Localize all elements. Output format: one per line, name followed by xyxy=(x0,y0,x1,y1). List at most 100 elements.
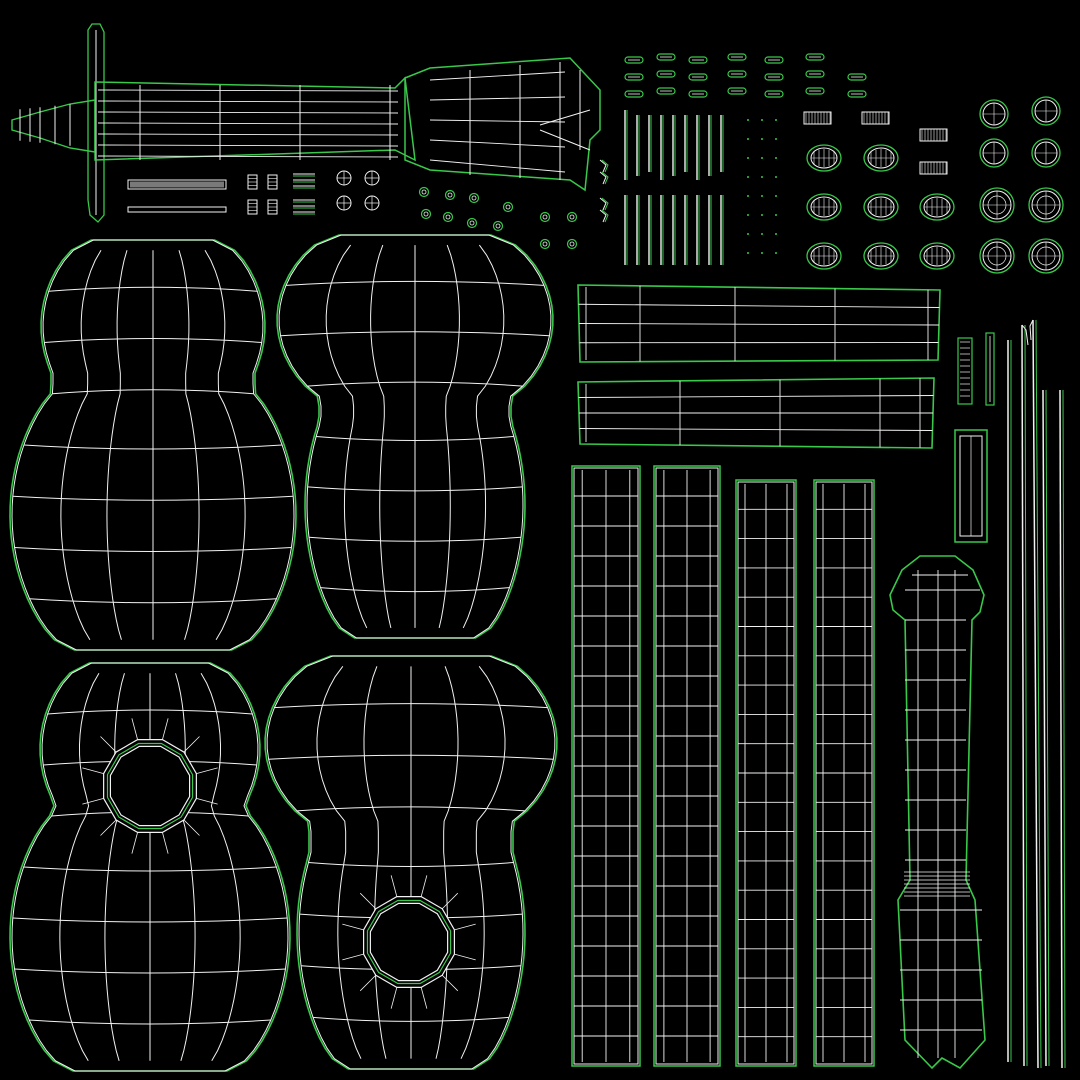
body-top-center xyxy=(264,655,558,1070)
frets-edge xyxy=(747,252,749,254)
frets-edge xyxy=(764,90,784,98)
neck-back-edge xyxy=(889,555,986,1070)
body-top-center-edge xyxy=(420,987,428,1009)
fretboard-bottom xyxy=(577,377,935,449)
body-top-center-edge xyxy=(316,666,362,1059)
neck-headstock-side-edge xyxy=(97,155,399,158)
neck-headstock-side-edge xyxy=(94,76,416,162)
body-top-center-edge xyxy=(359,974,377,992)
frets-edge xyxy=(761,214,763,216)
strings-edge xyxy=(985,332,995,406)
frets-edge xyxy=(688,73,708,81)
tuning-pegs-edge xyxy=(569,241,575,247)
frets-edge xyxy=(601,171,609,185)
bridge-edge xyxy=(863,144,899,172)
neck-headstock-side xyxy=(11,23,601,223)
neck-headstock-side-edge xyxy=(97,144,399,147)
body-top-left-edge xyxy=(100,819,117,836)
bridge-edge xyxy=(979,238,1015,274)
neck-headstock-side-edge xyxy=(539,129,591,151)
tuning-pegs-edge xyxy=(423,211,429,217)
frets-edge xyxy=(656,53,676,61)
tuning-pegs-edge xyxy=(505,204,511,210)
strings-edge xyxy=(1045,389,1050,1067)
body-back-left-edge xyxy=(178,250,200,640)
bridge-edge xyxy=(806,193,842,221)
frets-edge xyxy=(599,197,607,211)
tuning-pegs-edge xyxy=(442,211,454,223)
fretboard-bottom-edge xyxy=(577,377,935,449)
strings-edge xyxy=(1029,319,1034,341)
bridge-edge xyxy=(806,242,842,270)
frets-edge xyxy=(803,111,832,125)
body-top-left-edge xyxy=(59,672,100,1062)
frets-edge xyxy=(805,70,825,78)
strings-edge xyxy=(1035,319,1042,1069)
frets-edge xyxy=(775,214,777,216)
tuning-pegs-edge xyxy=(418,186,430,198)
tuning-pegs-edge xyxy=(444,189,456,201)
tuning-pegs-edge xyxy=(539,211,551,223)
strings-edge xyxy=(1059,389,1063,1069)
fretboard-top-edge xyxy=(578,323,940,326)
body-top-left xyxy=(9,662,291,1072)
body-back-center-edge xyxy=(438,244,460,629)
fretboard-bottom-edge xyxy=(578,395,934,398)
frets-edge xyxy=(775,119,777,121)
tuning-pegs-edge xyxy=(445,214,451,220)
frets-edge xyxy=(601,197,609,211)
body-back-left-edge xyxy=(60,250,102,641)
tuning-pegs-edge xyxy=(542,241,548,247)
frets-edge xyxy=(656,87,676,95)
strings-edge xyxy=(1021,324,1029,346)
neck-headstock-side-edge xyxy=(11,99,96,153)
frets-edge xyxy=(775,157,777,159)
side-strip-3-edge xyxy=(735,479,797,1067)
strings-edge xyxy=(957,337,973,405)
neck-headstock-side-edge xyxy=(97,133,399,136)
frets-edge xyxy=(761,233,763,235)
frets-edge xyxy=(775,233,777,235)
frets-edge xyxy=(599,171,607,185)
frets-edge xyxy=(601,209,609,223)
body-top-left-edge xyxy=(104,673,125,1061)
frets-edge xyxy=(775,138,777,140)
body-top-left-edge xyxy=(100,736,117,753)
bridge-edge xyxy=(919,193,955,221)
frets xyxy=(599,53,948,265)
body-top-left-edge xyxy=(131,832,138,854)
frets-edge xyxy=(727,70,747,78)
body-back-center-edge xyxy=(278,234,552,639)
body-top-center-edge xyxy=(435,666,459,1059)
side-strip-3 xyxy=(735,479,797,1067)
body-top-left-edge xyxy=(162,832,169,854)
bridge-edge xyxy=(1028,238,1064,274)
bridge xyxy=(806,96,1064,274)
neck-headstock-side-edge xyxy=(429,139,566,148)
neck-headstock-side-edge xyxy=(97,122,399,125)
side-strip-4-edge xyxy=(813,479,875,1067)
neck-headstock-side-edge xyxy=(97,89,399,92)
body-top-left-edge xyxy=(183,819,200,836)
bridge-edge xyxy=(979,99,1009,129)
neck-headstock-side-edge xyxy=(429,71,566,81)
strings-edge xyxy=(1024,324,1028,1067)
body-top-center-edge xyxy=(441,892,459,910)
frets-edge xyxy=(764,56,784,64)
neck-headstock-side-edge xyxy=(87,23,105,223)
frets-edge xyxy=(747,138,749,140)
bridge-edge xyxy=(1031,96,1061,126)
body-top-center-edge xyxy=(342,923,364,931)
body-top-left-edge xyxy=(11,662,289,1072)
frets-edge xyxy=(761,119,763,121)
neck-headstock-side-edge xyxy=(429,96,566,101)
body-top-center-edge xyxy=(454,923,476,931)
body-back-left-edge xyxy=(106,250,128,640)
frets-edge xyxy=(688,90,708,98)
body-top-center-edge xyxy=(441,974,459,992)
tuning-pegs-edge xyxy=(502,201,514,213)
bridge-edge xyxy=(863,193,899,221)
tuning-pegs-edge xyxy=(566,211,578,223)
neck-headstock-side-edge xyxy=(404,57,601,192)
strings-edge xyxy=(1062,389,1066,1069)
